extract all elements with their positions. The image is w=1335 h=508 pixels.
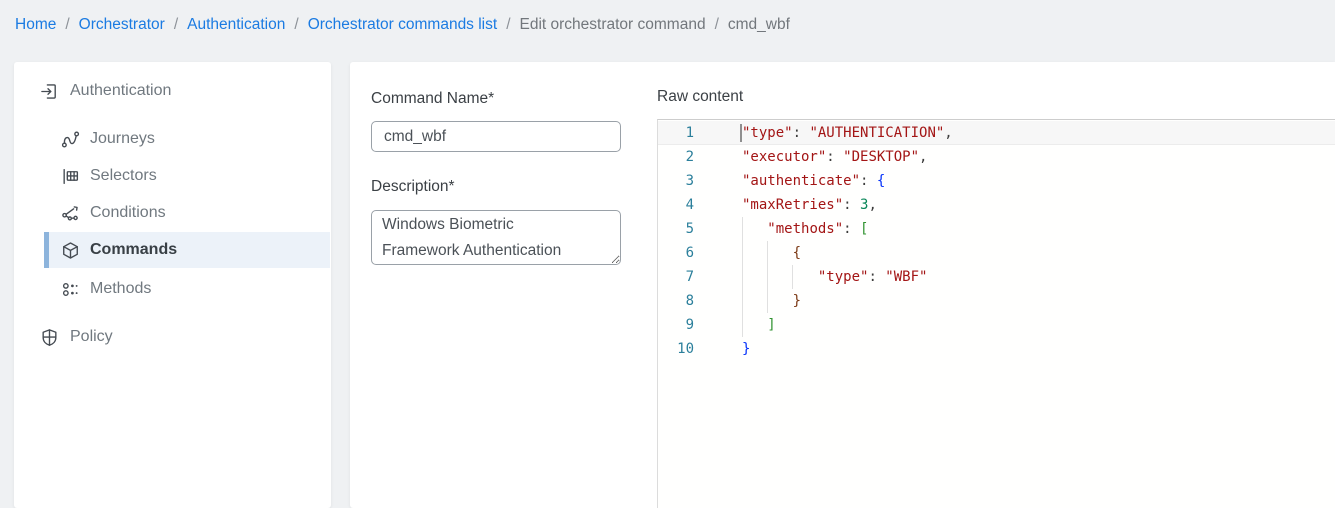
line-number: 2 bbox=[685, 149, 694, 165]
conditions-icon bbox=[61, 204, 80, 223]
code-line[interactable]: 4 "maxRetries": 3, bbox=[658, 193, 1335, 217]
code-line[interactable]: 9 ] bbox=[658, 313, 1335, 337]
text-cursor bbox=[740, 124, 742, 142]
sidebar-item-label: Commands bbox=[90, 241, 178, 258]
commands-icon bbox=[61, 241, 80, 260]
line-number: 7 bbox=[685, 269, 694, 285]
selectors-icon bbox=[61, 167, 80, 186]
line-number: 9 bbox=[685, 317, 694, 333]
line-number: 1 bbox=[685, 125, 694, 141]
indent-guide bbox=[742, 217, 743, 337]
sidebar-item-label: Selectors bbox=[90, 167, 157, 184]
code-line[interactable]: 10 } bbox=[658, 337, 1335, 361]
sidebar-item-label: Methods bbox=[90, 280, 152, 297]
code-line[interactable]: 2 "executor": "DESKTOP", bbox=[658, 145, 1335, 169]
description-label: Description* bbox=[371, 178, 455, 195]
code-line[interactable]: 8 } bbox=[658, 289, 1335, 313]
breadcrumb-separator: / bbox=[714, 16, 719, 33]
raw-content-editor[interactable]: 1 "type": "AUTHENTICATION", 2 "executor"… bbox=[657, 119, 1335, 508]
line-number: 4 bbox=[685, 197, 694, 213]
sidebar-item-policy[interactable]: Policy bbox=[14, 319, 331, 355]
breadcrumb-orchestrator[interactable]: Orchestrator bbox=[78, 16, 165, 33]
breadcrumb-home[interactable]: Home bbox=[15, 16, 57, 33]
sidebar-item-label: Journeys bbox=[90, 130, 155, 147]
code-line[interactable]: 7 "type": "WBF" bbox=[658, 265, 1335, 289]
line-number: 5 bbox=[685, 221, 694, 237]
breadcrumb-authentication[interactable]: Authentication bbox=[187, 16, 286, 33]
sidebar-item-conditions[interactable]: Conditions bbox=[14, 195, 331, 231]
selected-item-highlight bbox=[44, 232, 330, 268]
sidebar-section-authentication[interactable]: Authentication bbox=[14, 73, 331, 109]
raw-content-label: Raw content bbox=[657, 88, 744, 105]
sidebar: Authentication Journeys Selectors Condit… bbox=[14, 62, 331, 508]
command-name-input[interactable] bbox=[371, 121, 621, 152]
journeys-icon bbox=[61, 130, 80, 149]
breadcrumb-separator: / bbox=[506, 16, 511, 33]
breadcrumb-current-cmd: cmd_wbf bbox=[727, 16, 790, 33]
code-line[interactable]: 3 "authenticate": { bbox=[658, 169, 1335, 193]
breadcrumb: Home / Orchestrator / Authentication / O… bbox=[15, 16, 790, 34]
line-number: 6 bbox=[685, 245, 694, 261]
line-number: 3 bbox=[685, 173, 694, 189]
description-textarea[interactable]: Windows Biometric Framework Authenticati… bbox=[371, 210, 621, 265]
breadcrumb-commands-list[interactable]: Orchestrator commands list bbox=[307, 16, 498, 33]
breadcrumb-separator: / bbox=[173, 16, 179, 33]
sidebar-item-commands[interactable]: Commands bbox=[14, 232, 331, 268]
sidebar-item-selectors[interactable]: Selectors bbox=[14, 158, 331, 194]
code-line[interactable]: 5 "methods": [ bbox=[658, 217, 1335, 241]
policy-shield-icon bbox=[40, 328, 59, 347]
indent-guide bbox=[767, 241, 768, 313]
command-name-label: Command Name* bbox=[371, 90, 495, 107]
methods-icon bbox=[61, 280, 80, 299]
breadcrumb-separator: / bbox=[294, 16, 299, 33]
code-line[interactable]: 6 { bbox=[658, 241, 1335, 265]
line-number: 8 bbox=[685, 293, 694, 309]
sidebar-item-methods[interactable]: Methods bbox=[14, 271, 331, 307]
line-number: 10 bbox=[677, 341, 694, 357]
sidebar-section-label: Authentication bbox=[70, 82, 172, 99]
sidebar-item-label: Conditions bbox=[90, 204, 166, 221]
login-icon bbox=[40, 82, 59, 101]
sidebar-item-label: Policy bbox=[70, 328, 113, 345]
indent-guide bbox=[792, 265, 793, 289]
code-line[interactable]: 1 "type": "AUTHENTICATION", bbox=[658, 121, 1335, 145]
sidebar-item-journeys[interactable]: Journeys bbox=[14, 121, 331, 157]
breadcrumb-edit-command: Edit orchestrator command bbox=[519, 16, 706, 33]
edit-command-panel: Command Name* Description* Windows Biome… bbox=[350, 62, 1335, 508]
breadcrumb-separator: / bbox=[65, 16, 70, 33]
